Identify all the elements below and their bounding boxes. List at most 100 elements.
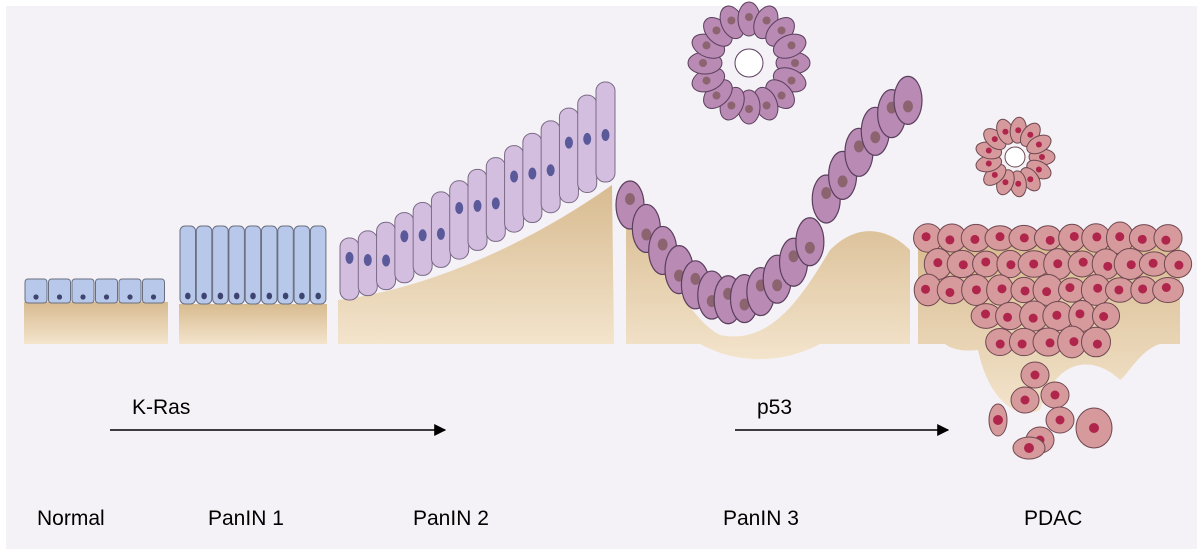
panin3-ring-nucleus — [763, 17, 771, 25]
pdac-nucleus — [1161, 236, 1170, 245]
pdac-nucleus — [1070, 232, 1079, 241]
normal-nucleus — [80, 294, 85, 299]
pdac-nucleus — [933, 258, 942, 267]
panin1-nucleus — [185, 293, 191, 300]
pdac-ring-nucleus — [992, 172, 998, 178]
panin1-nucleus — [315, 293, 321, 300]
panin1-cells — [180, 226, 326, 304]
panin3-ring-nucleus — [791, 59, 799, 67]
kras-label: K-Ras — [132, 396, 190, 420]
panin3-ring-nucleus — [745, 105, 753, 113]
normal-epithelium — [24, 279, 168, 344]
stage-label-panin3: PanIN 3 — [723, 507, 799, 531]
pdac-nucleus — [997, 284, 1006, 293]
panin2-nucleus — [346, 252, 354, 264]
pdac-nucleus — [1138, 284, 1147, 293]
panin3-nucleus — [772, 279, 782, 291]
stage-label-panin1: PanIN 1 — [208, 507, 284, 531]
pdac-ring-nucleus — [986, 148, 992, 154]
panin3-ring-nucleus — [778, 26, 786, 34]
pdac-nucleus — [1093, 340, 1102, 349]
panin2-cell — [559, 108, 578, 203]
pdac-ring-nucleus — [1027, 176, 1033, 182]
panin3-epithelium — [616, 2, 922, 359]
pdac-nucleus — [1021, 286, 1030, 295]
pdac-nucleus — [1114, 285, 1123, 294]
pdac-ring-nucleus — [1036, 141, 1042, 147]
panin1-nucleus — [201, 293, 207, 300]
pdac-nucleus — [921, 285, 930, 294]
panin3-nucleus — [870, 131, 880, 143]
pdac-nucleus — [1031, 371, 1040, 380]
panin3-ring-nucleus — [703, 41, 711, 49]
panin1-cell — [278, 226, 294, 304]
pdac-nucleus — [996, 340, 1005, 349]
panin1-nucleus — [234, 293, 240, 300]
panin2-cell — [340, 238, 359, 300]
pdac-ring-nucleus — [1015, 181, 1021, 187]
pdac-nucleus — [959, 260, 968, 269]
normal-nucleus — [151, 294, 156, 299]
stage-label-pdac: PDAC — [1024, 507, 1082, 531]
panin2-nucleus — [492, 197, 500, 209]
panin3-ring-nucleus — [787, 41, 795, 49]
pdac-nucleus — [1138, 235, 1147, 244]
panin2-nucleus — [364, 254, 372, 266]
pdac-ring-nucleus — [1002, 129, 1008, 135]
panin2-nucleus — [474, 200, 482, 212]
pdac-nucleus — [1003, 313, 1012, 322]
panin3-ring-nucleus — [787, 77, 795, 85]
panin2-nucleus — [583, 133, 591, 145]
panin1-nucleus — [218, 293, 224, 300]
pdac-nucleus — [1069, 337, 1078, 346]
pdac-nucleus — [972, 285, 981, 294]
panin2-nucleus — [510, 171, 518, 183]
panin3-cell — [796, 218, 824, 266]
pdac-nucleus — [1020, 233, 1029, 242]
pdac-nucleus — [1092, 232, 1101, 241]
pdac-nucleus — [1103, 262, 1112, 271]
pdac-ring-nucleus — [986, 160, 992, 166]
pdac-nucleus — [1052, 311, 1061, 320]
pdac-nucleus — [1046, 236, 1055, 245]
pdac-loose-nucleus — [993, 415, 1003, 425]
pdac-nucleus — [1046, 338, 1055, 347]
panin1-cell — [310, 226, 326, 304]
panin1-nucleus — [299, 293, 305, 300]
panin1-cell — [262, 226, 278, 304]
panin1-cell — [245, 226, 261, 304]
panin2-cell — [505, 146, 524, 232]
panin2-nucleus — [400, 230, 408, 242]
panin1-cell — [180, 226, 196, 304]
panin3-nucleus — [838, 175, 848, 187]
panin2-nucleus — [565, 137, 573, 149]
normal-nucleus — [127, 294, 132, 299]
panin3-ring-nucleus — [763, 101, 771, 109]
panin3-nucleus — [658, 238, 668, 250]
pdac-nucleus — [1093, 284, 1102, 293]
normal-nucleus — [104, 294, 109, 299]
panin3-cribriform-ring — [688, 2, 810, 124]
pdac-nucleus — [1079, 258, 1088, 267]
pdac-ring-lumen — [1005, 147, 1025, 167]
panin1-nucleus — [267, 293, 273, 300]
pdac-nucleus — [1115, 232, 1124, 241]
normal-nucleus — [33, 294, 38, 299]
panin2-nucleus — [382, 255, 390, 267]
pdac-nucleus — [1029, 259, 1038, 268]
panin2-nucleus — [455, 202, 463, 214]
panin1-stroma — [179, 304, 327, 344]
pdac-nucleus — [981, 257, 990, 266]
panin3-ring-nucleus — [727, 101, 735, 109]
pdac-nucleus — [1053, 259, 1062, 268]
panin3-nucleus — [805, 242, 815, 254]
p53-label: p53 — [757, 396, 792, 420]
pdac-ring-nucleus — [992, 136, 998, 142]
pdac-nucleus — [945, 235, 954, 244]
panin3-nucleus — [821, 187, 831, 199]
normal-cells — [25, 279, 165, 303]
pdac-nucleus — [1149, 259, 1158, 268]
panin2-nucleus — [528, 167, 536, 179]
pdac-nucleus — [1029, 314, 1038, 323]
